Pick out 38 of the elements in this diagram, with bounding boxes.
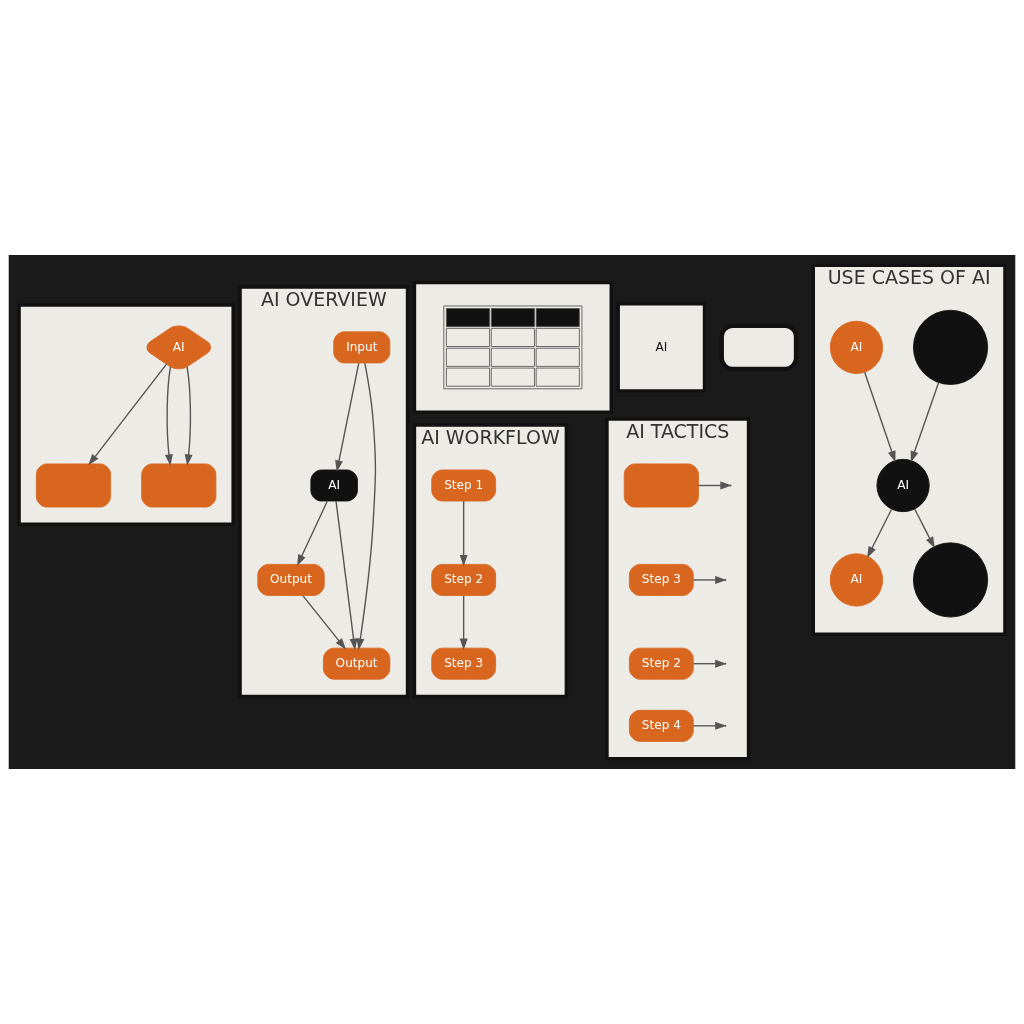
node-box: AI (310, 469, 358, 502)
arrow (863, 371, 896, 463)
arrow (88, 363, 168, 466)
arrow (302, 595, 346, 650)
arrow (335, 500, 358, 651)
node-box: Step 2 (628, 647, 694, 680)
arrow (335, 362, 360, 472)
node-circle: AI (876, 458, 930, 513)
node-circle (913, 309, 989, 385)
arrow (184, 366, 193, 466)
node-circle (913, 542, 989, 618)
node-box: Input (333, 331, 391, 364)
node-text: AI (655, 339, 668, 354)
node-box (623, 463, 699, 508)
node-box (35, 463, 111, 508)
cluster (616, 302, 707, 393)
cluster (17, 303, 235, 527)
arrow (867, 508, 893, 558)
node-circle: AI (829, 320, 884, 374)
arrow (459, 500, 468, 567)
arrow (297, 500, 328, 567)
node-box (719, 323, 799, 372)
node-box (141, 463, 217, 508)
node-box: Output (322, 647, 391, 680)
node-box: Step 2 (431, 563, 497, 596)
node-box: Step 1 (431, 469, 497, 502)
node-circle: AI (829, 553, 884, 607)
cluster (412, 280, 613, 414)
arrow (692, 659, 727, 668)
node-box: Step 4 (628, 709, 694, 742)
arrow (356, 362, 377, 650)
arrow (459, 595, 468, 650)
node-box: Step 3 (628, 563, 694, 596)
arrow (913, 508, 935, 549)
arrow (910, 381, 940, 463)
node-box: Output (257, 563, 325, 596)
node-box: Step 3 (431, 647, 497, 680)
arrow (164, 366, 173, 466)
